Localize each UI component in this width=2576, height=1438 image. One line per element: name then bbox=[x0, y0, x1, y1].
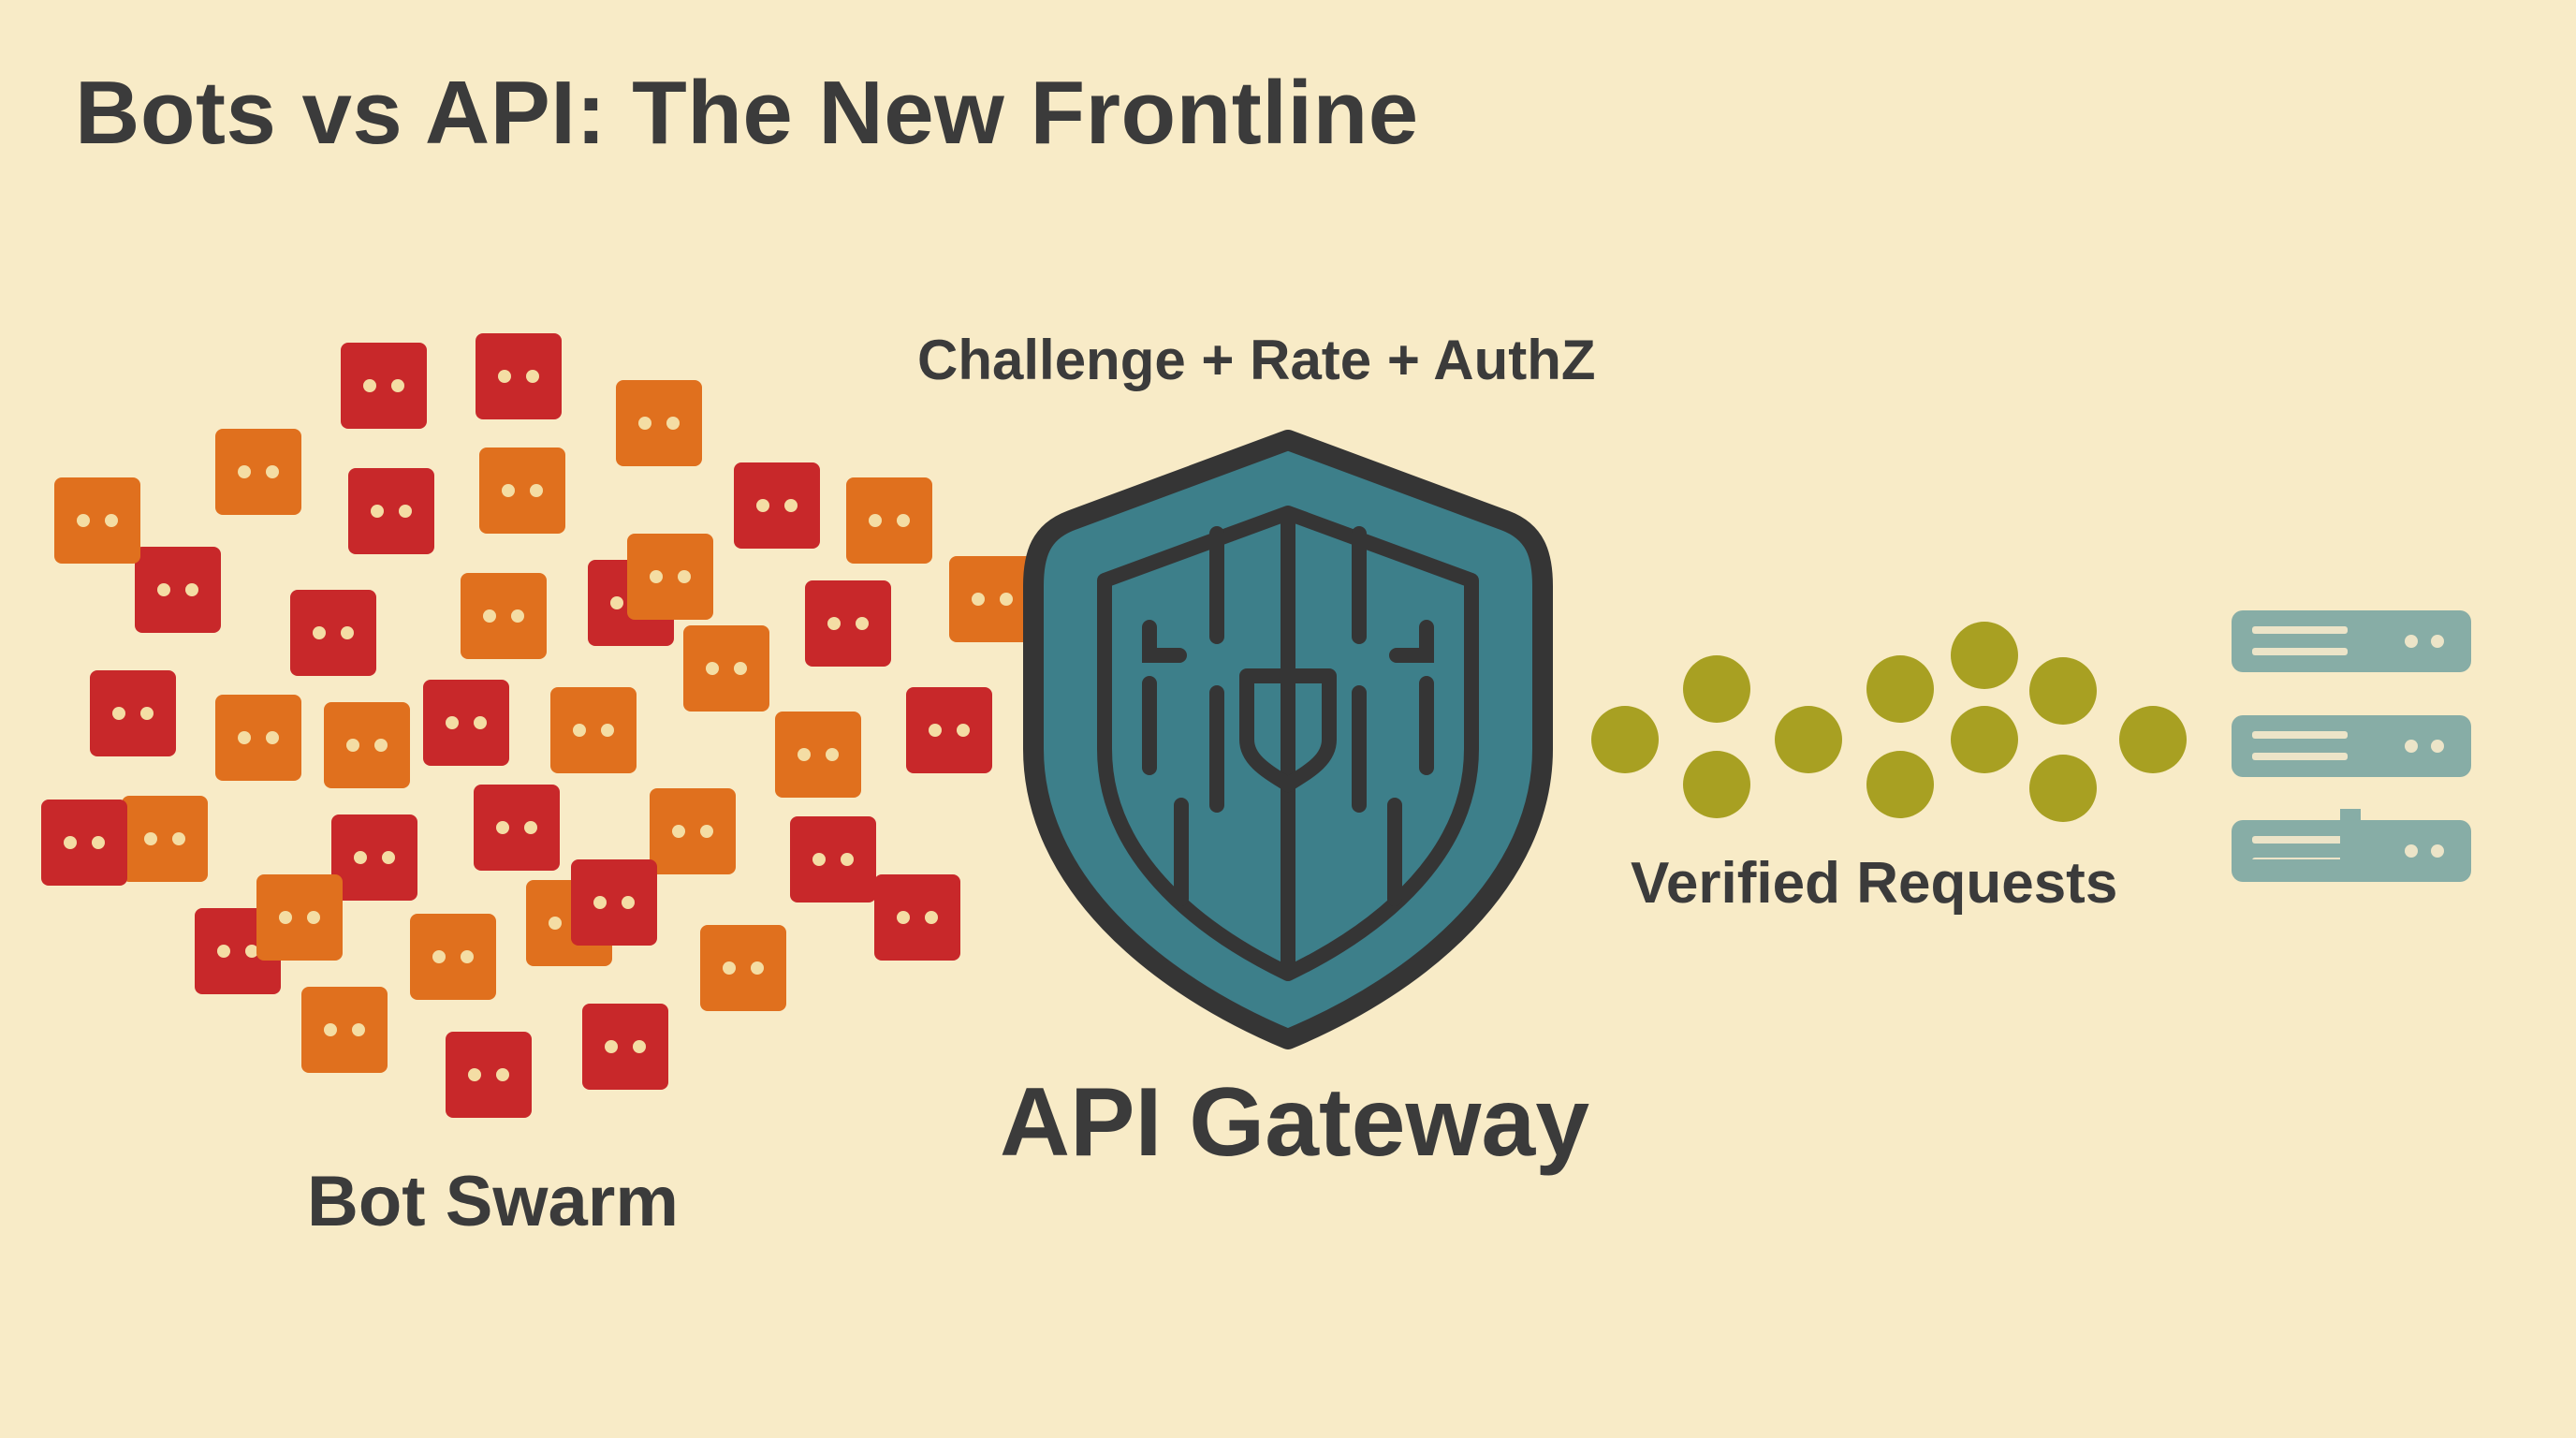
gateway-caption: API Gateway bbox=[1000, 1068, 1590, 1177]
bot-icon bbox=[627, 534, 713, 620]
request-dot-icon bbox=[1951, 706, 2018, 773]
shield-lock bbox=[1239, 668, 1337, 792]
bot-icon bbox=[805, 580, 891, 667]
bot-icon bbox=[341, 343, 427, 429]
bot-icon bbox=[874, 874, 960, 961]
verified-request-dots bbox=[1591, 622, 2187, 822]
request-dot-icon bbox=[1775, 706, 1842, 773]
bot-icon bbox=[290, 590, 376, 676]
bot-icon bbox=[215, 429, 301, 515]
bot-icon bbox=[41, 800, 127, 886]
bot-icon bbox=[949, 556, 1035, 642]
bot-icon bbox=[474, 785, 560, 871]
bot-icon bbox=[550, 687, 637, 773]
bot-icon bbox=[301, 987, 388, 1073]
bot-icon bbox=[122, 796, 208, 882]
bot-icon bbox=[846, 477, 932, 564]
shield-icon bbox=[1023, 430, 1553, 1049]
request-dot-icon bbox=[1951, 622, 2018, 689]
bot-icon bbox=[734, 462, 820, 549]
bot-icon bbox=[906, 687, 992, 773]
bot-icon bbox=[215, 695, 301, 781]
bot-icon bbox=[790, 816, 876, 902]
bot-icon bbox=[90, 670, 176, 756]
bot-icon bbox=[775, 712, 861, 798]
checks-caption: Challenge + Rate + AuthZ bbox=[917, 329, 1596, 391]
server-unit bbox=[2232, 715, 2471, 777]
bot-icon bbox=[616, 380, 702, 466]
bot-icon bbox=[650, 788, 736, 874]
bot-icon bbox=[423, 680, 509, 766]
bot-icon bbox=[683, 625, 769, 712]
bot-icon bbox=[331, 814, 417, 901]
bot-icon bbox=[446, 1032, 532, 1118]
bot-icon bbox=[410, 914, 496, 1000]
bot-icon bbox=[348, 468, 434, 554]
shield-circuit-right bbox=[1352, 526, 1434, 906]
request-dot-icon bbox=[1683, 655, 1750, 723]
request-dot-icon bbox=[2029, 755, 2097, 822]
server-icon bbox=[2232, 610, 2471, 882]
bot-icon bbox=[135, 547, 221, 633]
bot-icon bbox=[476, 333, 562, 419]
bot-swarm-caption: Bot Swarm bbox=[307, 1162, 679, 1241]
request-dot-icon bbox=[2119, 706, 2187, 773]
bot-icon bbox=[582, 1004, 668, 1090]
bot-swarm bbox=[41, 333, 1035, 1118]
page-title: Bots vs API: The New Frontline bbox=[75, 63, 1419, 163]
server-unit bbox=[2232, 610, 2471, 672]
bot-icon bbox=[54, 477, 140, 564]
server-stand bbox=[2340, 809, 2361, 861]
bot-icon bbox=[700, 925, 786, 1011]
shield-circuit-left bbox=[1142, 526, 1224, 906]
request-dot-icon bbox=[1591, 706, 1659, 773]
server-base bbox=[2232, 859, 2471, 873]
bot-icon bbox=[571, 859, 657, 946]
request-dot-icon bbox=[1683, 751, 1750, 818]
verified-requests-caption: Verified Requests bbox=[1631, 851, 2118, 916]
request-dot-icon bbox=[2029, 657, 2097, 725]
request-dot-icon bbox=[1866, 655, 1934, 723]
bot-icon bbox=[479, 448, 565, 534]
request-dot-icon bbox=[1866, 751, 1934, 818]
bot-icon bbox=[256, 874, 343, 961]
bot-icon bbox=[461, 573, 547, 659]
bot-icon bbox=[324, 702, 410, 788]
